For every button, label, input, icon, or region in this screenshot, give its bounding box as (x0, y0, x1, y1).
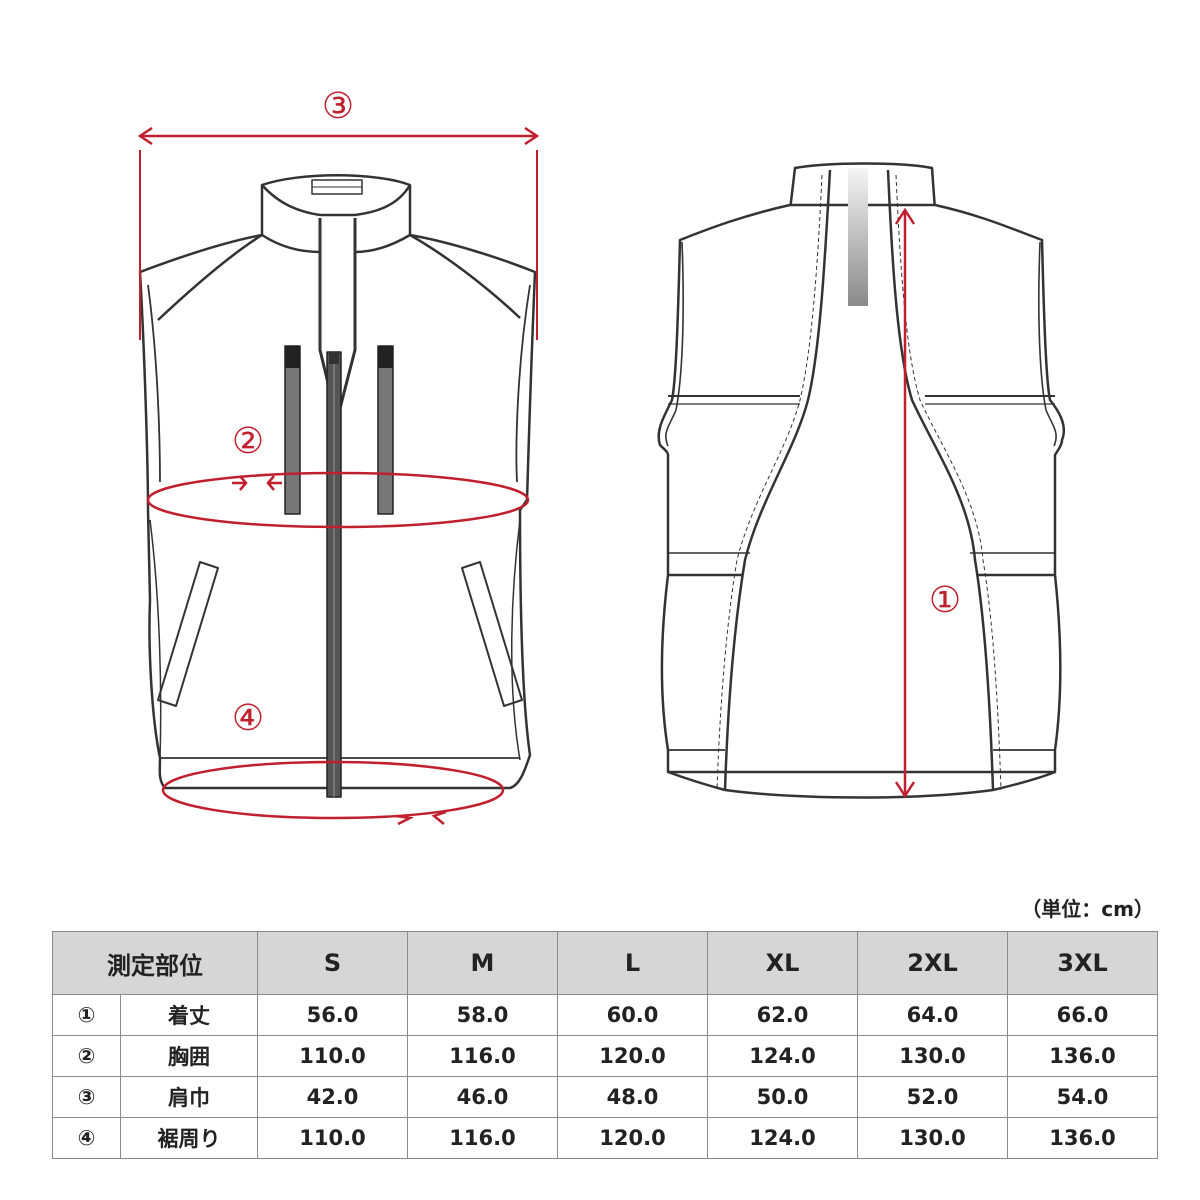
marker-front-chest: ② (232, 421, 264, 462)
row-number: ① (52, 994, 121, 1036)
header-size: S (257, 931, 408, 995)
unit-label: （単位：cm） (1021, 897, 1154, 921)
cell-value: 136.0 (1007, 1117, 1158, 1159)
cell-value: 66.0 (1007, 994, 1158, 1036)
size-table: 測定部位 S M L XL 2XL 3XL ① 着丈 56.0 58.0 60.… (52, 931, 1158, 1159)
header-measure-point: 測定部位 (52, 931, 258, 995)
cell-value: 48.0 (557, 1076, 708, 1118)
cell-value: 124.0 (707, 1035, 858, 1077)
cell-value: 116.0 (407, 1035, 558, 1077)
cell-value: 64.0 (857, 994, 1008, 1036)
cell-value: 110.0 (257, 1117, 408, 1159)
back-measurements (894, 207, 916, 799)
cell-value: 124.0 (707, 1117, 858, 1159)
table-row: ④ 裾周り 110.0 116.0 120.0 124.0 130.0 136.… (52, 1117, 1158, 1159)
cell-value: 42.0 (257, 1076, 408, 1118)
row-name: 着丈 (120, 994, 258, 1036)
table-row: ② 胸囲 110.0 116.0 120.0 124.0 130.0 136.0 (52, 1035, 1158, 1077)
cell-value: 116.0 (407, 1117, 558, 1159)
header-size: L (557, 931, 708, 995)
cell-value: 136.0 (1007, 1035, 1158, 1077)
header-size: 3XL (1007, 931, 1158, 995)
cell-value: 120.0 (557, 1035, 708, 1077)
cell-value: 56.0 (257, 994, 408, 1036)
row-name: 裾周り (120, 1117, 258, 1159)
marker-front-hem: ④ (232, 698, 264, 739)
cell-value: 46.0 (407, 1076, 558, 1118)
cell-value: 130.0 (857, 1117, 1008, 1159)
cell-value: 62.0 (707, 994, 858, 1036)
chest-girth-ellipse (146, 471, 530, 529)
row-name: 胸囲 (120, 1035, 258, 1077)
row-number: ③ (52, 1076, 121, 1118)
row-number: ② (52, 1035, 121, 1077)
hem-girth-ellipse (161, 760, 505, 820)
cell-value: 110.0 (257, 1035, 408, 1077)
cell-value: 52.0 (857, 1076, 1008, 1118)
cell-value: 130.0 (857, 1035, 1008, 1077)
cell-value: 60.0 (557, 994, 708, 1036)
cell-value: 50.0 (707, 1076, 858, 1118)
row-number: ④ (52, 1117, 121, 1159)
back-vest-illustration (657, 162, 1066, 799)
table-row: ③ 肩巾 42.0 46.0 48.0 50.0 52.0 54.0 (52, 1076, 1158, 1118)
header-size: XL (707, 931, 858, 995)
front-vest-illustration (138, 174, 537, 798)
marker-front-shoulder: ③ (322, 86, 354, 127)
marker-back-length: ① (929, 580, 961, 621)
cell-value: 54.0 (1007, 1076, 1158, 1118)
table-row: ① 着丈 56.0 58.0 60.0 62.0 64.0 66.0 (52, 994, 1158, 1036)
front-measurements (137, 126, 540, 826)
vest-measurement-diagram: ③ ② ④ ① (137, 86, 1066, 826)
row-name: 肩巾 (120, 1076, 258, 1118)
cell-value: 120.0 (557, 1117, 708, 1159)
table-header-row: 測定部位 S M L XL 2XL 3XL (52, 931, 1158, 995)
header-size: 2XL (857, 931, 1008, 995)
header-size: M (407, 931, 558, 995)
cell-value: 58.0 (407, 994, 558, 1036)
